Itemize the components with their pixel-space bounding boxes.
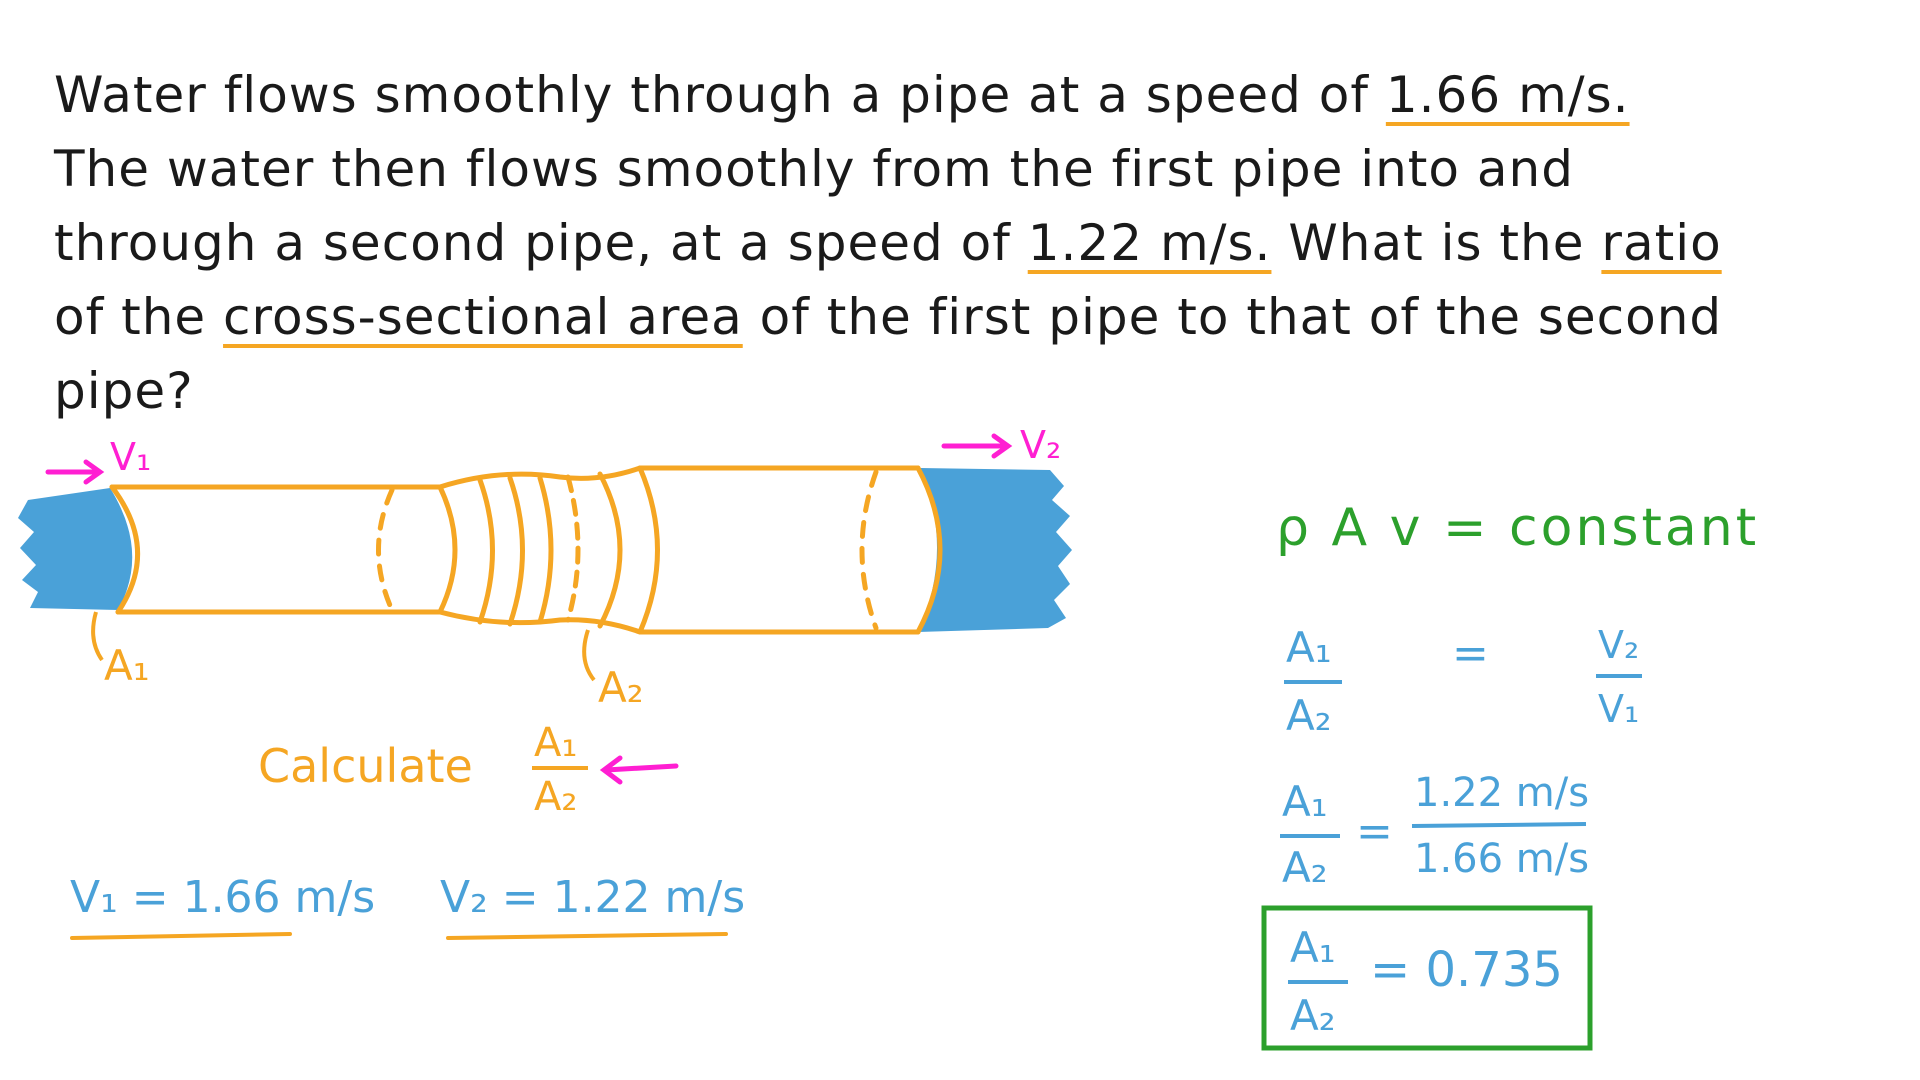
calc-arrow: [599, 755, 679, 785]
result-numerator: A₁: [1290, 923, 1336, 972]
step2-equals: =: [1356, 806, 1393, 857]
step1-equals: =: [1452, 628, 1489, 679]
step2-right-denominator: 1.66 m/s: [1414, 836, 1589, 882]
step1-denominator: A₂: [1286, 691, 1332, 740]
step1-right-denominator: V₁: [1598, 687, 1639, 731]
v1-label: V₁: [110, 435, 151, 479]
question-line-3: through a second pipe, at a speed of 1.2…: [54, 214, 1722, 272]
v2-given: V₂ = 1.22 m/s: [440, 872, 745, 923]
v2-given-underline: [446, 932, 728, 940]
water-inlet: [18, 488, 133, 610]
step2-numerator: A₁: [1282, 777, 1328, 826]
a2-pointer: [582, 629, 596, 682]
question-line-1: Water flows smoothly through a pipe at a…: [54, 66, 1630, 124]
result-box: [1261, 905, 1593, 1051]
step1-right-numerator: V₂: [1598, 623, 1639, 667]
speed-1-highlight: 1.66 m/s.: [1385, 66, 1630, 124]
water-outlet: [918, 468, 1072, 632]
calculate-label: Calculate: [258, 739, 473, 793]
result-denominator: A₂: [1290, 991, 1336, 1040]
continuity-equation: ρ A v = constant: [1276, 498, 1759, 558]
area-highlight: cross-sectional area: [223, 288, 743, 346]
a2-label: A₂: [598, 663, 644, 712]
a1-label: A₁: [104, 641, 150, 690]
step1-numerator: A₁: [1286, 623, 1332, 672]
step2-fraction-bar-right: [1411, 822, 1587, 828]
a1-pointer: [91, 611, 104, 662]
outflow-arrow: [941, 433, 1013, 459]
step2-right-numerator: 1.22 m/s: [1414, 770, 1589, 816]
question-line-4: of the cross-sectional area of the first…: [54, 288, 1723, 346]
ratio-highlight: ratio: [1601, 214, 1722, 272]
calc-denominator: A₂: [534, 774, 577, 820]
result-value: = 0.735: [1370, 942, 1563, 998]
inflow-arrow: [45, 459, 105, 485]
v1-given: V₁ = 1.66 m/s: [70, 872, 375, 923]
question-line-5: pipe?: [54, 362, 194, 420]
question-text: Water flows smoothly through a pipe at a…: [54, 58, 1894, 428]
speed-2-highlight: 1.22 m/s.: [1027, 214, 1272, 272]
step2-denominator: A₂: [1282, 843, 1328, 892]
question-line-2: The water then flows smoothly from the f…: [54, 140, 1574, 198]
v2-label: V₂: [1020, 423, 1061, 467]
v1-given-underline: [70, 932, 292, 940]
calc-numerator: A₁: [534, 720, 577, 766]
pipe-outline: [109, 465, 943, 635]
